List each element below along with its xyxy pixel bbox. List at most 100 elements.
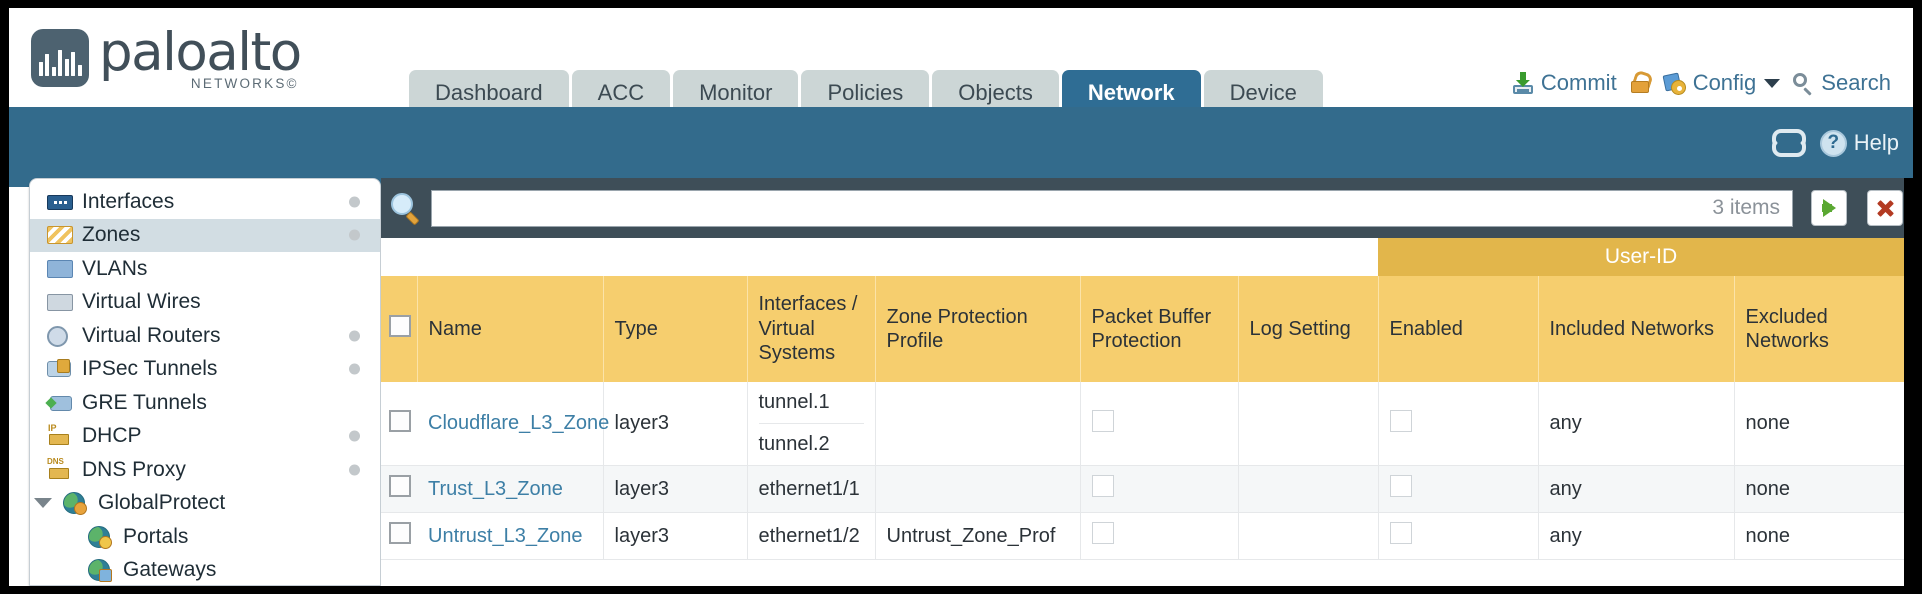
select-all-checkbox[interactable] xyxy=(389,314,411,337)
row-checkbox[interactable] xyxy=(389,475,411,497)
commit-button[interactable]: Commit xyxy=(1511,70,1617,96)
cell-log-setting xyxy=(1238,512,1379,560)
sidebar-item-zones[interactable]: Zones xyxy=(30,218,380,252)
lock-icon[interactable] xyxy=(1628,71,1652,95)
zones-table-container: User-ID Name Type Interfaces / Virtual S… xyxy=(381,238,1904,586)
packet-buffer-checkbox[interactable] xyxy=(1091,475,1114,497)
config-menu[interactable]: Config xyxy=(1662,70,1781,96)
userid-enabled-checkbox[interactable] xyxy=(1389,409,1412,432)
virtual-routers-icon xyxy=(47,325,73,347)
sidebar-item-portals[interactable]: Portals xyxy=(30,520,380,554)
sidebar-item-virtual-routers[interactable]: Virtual Routers xyxy=(30,319,380,353)
magnifier-icon[interactable] xyxy=(391,193,421,223)
table-header-row: Name Type Interfaces / Virtual Systems Z… xyxy=(381,276,1904,382)
clear-filter-button[interactable] xyxy=(1867,190,1903,226)
sidebar-status-dot xyxy=(349,464,360,476)
cell-name: Cloudflare_L3_Zone xyxy=(417,382,609,466)
content-panel: 3 items User-ID xyxy=(381,178,1913,586)
expand-collapse-triangle-icon[interactable] xyxy=(32,498,54,509)
left-sidebar: Interfaces Zones VLANs Vir xyxy=(29,178,381,586)
table-row[interactable]: Trust_L3_Zone layer3 ethernet1/1 any xyxy=(381,465,1904,513)
brand-tagline: NETWORKS xyxy=(190,76,287,91)
cell-packet-buffer xyxy=(1080,512,1239,560)
window-border-bottom xyxy=(0,586,1922,594)
brand-name: paloalto xyxy=(99,22,302,83)
group-header-spacer xyxy=(381,238,1378,276)
search-input[interactable] xyxy=(432,190,1713,226)
interface-item: tunnel.2 xyxy=(758,423,864,465)
cell-userid-enabled xyxy=(1378,512,1539,560)
sidebar-status-dot xyxy=(349,196,360,208)
sidebar-label: Gateways xyxy=(123,558,217,582)
cell-zone-protection: Untrust_Zone_Prof xyxy=(875,512,1081,560)
apply-filter-button[interactable] xyxy=(1811,190,1847,226)
sidebar-status-dot xyxy=(349,363,360,375)
config-label: Config xyxy=(1692,70,1757,95)
sidebar-label: Virtual Wires xyxy=(82,290,201,314)
sidebar-label: Zones xyxy=(82,223,141,247)
sidebar-item-vlans[interactable]: VLANs xyxy=(30,252,380,286)
cell-excluded-networks: none xyxy=(1734,382,1904,466)
cell-included-networks: any xyxy=(1538,382,1735,466)
help-icon: ? xyxy=(1819,129,1847,157)
refresh-icon[interactable] xyxy=(1771,129,1806,157)
sidebar-item-dns-proxy[interactable]: DNS Proxy xyxy=(30,453,380,487)
sidebar-label: VLANs xyxy=(82,256,148,280)
zone-name-link[interactable]: Untrust_L3_Zone xyxy=(428,524,583,547)
sub-header-band: ? Help xyxy=(9,107,1913,187)
paloalto-logo-mark-icon xyxy=(31,29,89,88)
userid-enabled-checkbox[interactable] xyxy=(1389,522,1412,544)
col-included-networks[interactable]: Included Networks xyxy=(1538,276,1735,382)
cell-name: Untrust_L3_Zone xyxy=(417,512,604,560)
table-group-header-row: User-ID xyxy=(381,238,1904,276)
cell-packet-buffer xyxy=(1080,382,1239,466)
window-border-left xyxy=(0,0,9,594)
config-icon xyxy=(1662,71,1687,95)
col-userid-enabled[interactable]: Enabled xyxy=(1378,276,1539,382)
row-select-cell xyxy=(381,512,417,560)
col-interfaces[interactable]: Interfaces / Virtual Systems xyxy=(747,276,876,382)
col-zone-protection[interactable]: Zone Protection Profile xyxy=(875,276,1081,382)
window-border-right xyxy=(1913,0,1922,594)
sidebar-item-ipsec-tunnels[interactable]: IPSec Tunnels xyxy=(30,353,380,387)
zones-table: User-ID Name Type Interfaces / Virtual S… xyxy=(381,238,1904,560)
zone-name-link[interactable]: Trust_L3_Zone xyxy=(428,477,563,500)
cell-interfaces: ethernet1/1 xyxy=(747,465,876,513)
sidebar-item-dhcp[interactable]: DHCP xyxy=(30,420,380,454)
cell-packet-buffer xyxy=(1080,465,1239,513)
dhcp-icon xyxy=(47,423,73,447)
row-select-cell xyxy=(381,382,417,466)
col-name[interactable]: Name xyxy=(417,276,604,382)
filter-search-box[interactable]: 3 items xyxy=(431,189,1793,227)
commit-label: Commit xyxy=(1540,70,1617,95)
zones-icon xyxy=(47,224,73,246)
sidebar-item-virtual-wires[interactable]: Virtual Wires xyxy=(30,286,380,320)
col-log-setting[interactable]: Log Setting xyxy=(1238,276,1379,382)
cell-name: Trust_L3_Zone xyxy=(417,465,604,513)
help-label: Help xyxy=(1853,130,1899,155)
item-count-label: 3 items xyxy=(1712,196,1780,219)
packet-buffer-checkbox[interactable] xyxy=(1091,522,1114,544)
sidebar-label: GRE Tunnels xyxy=(82,390,207,414)
row-checkbox[interactable] xyxy=(389,409,411,432)
sidebar-item-gateways[interactable]: Gateways xyxy=(30,554,380,586)
group-header-userid: User-ID xyxy=(1378,238,1904,276)
cell-interfaces: tunnel.1 tunnel.2 xyxy=(747,382,876,466)
cell-zone-protection xyxy=(875,382,1081,466)
table-row[interactable]: Cloudflare_L3_Zone layer3 tunnel.1 tunne… xyxy=(381,382,1904,466)
row-checkbox[interactable] xyxy=(389,522,411,544)
sidebar-item-globalprotect[interactable]: GlobalProtect xyxy=(30,487,380,521)
commit-icon xyxy=(1511,71,1535,95)
col-excluded-networks[interactable]: Excluded Networks xyxy=(1734,276,1904,382)
help-button[interactable]: ? Help xyxy=(1819,129,1899,157)
sidebar-item-interfaces[interactable]: Interfaces xyxy=(30,185,380,219)
col-packet-buffer[interactable]: Packet Buffer Protection xyxy=(1080,276,1239,382)
col-type[interactable]: Type xyxy=(603,276,748,382)
packet-buffer-checkbox[interactable] xyxy=(1091,409,1114,432)
sidebar-item-gre-tunnels[interactable]: GRE Tunnels xyxy=(30,386,380,420)
search-button[interactable]: Search xyxy=(1791,70,1891,96)
table-row[interactable]: Untrust_L3_Zone layer3 ethernet1/2 Untru… xyxy=(381,512,1904,560)
zone-name-link[interactable]: Cloudflare_L3_Zone xyxy=(428,412,610,434)
userid-enabled-checkbox[interactable] xyxy=(1389,475,1412,497)
vlans-icon xyxy=(47,258,73,280)
